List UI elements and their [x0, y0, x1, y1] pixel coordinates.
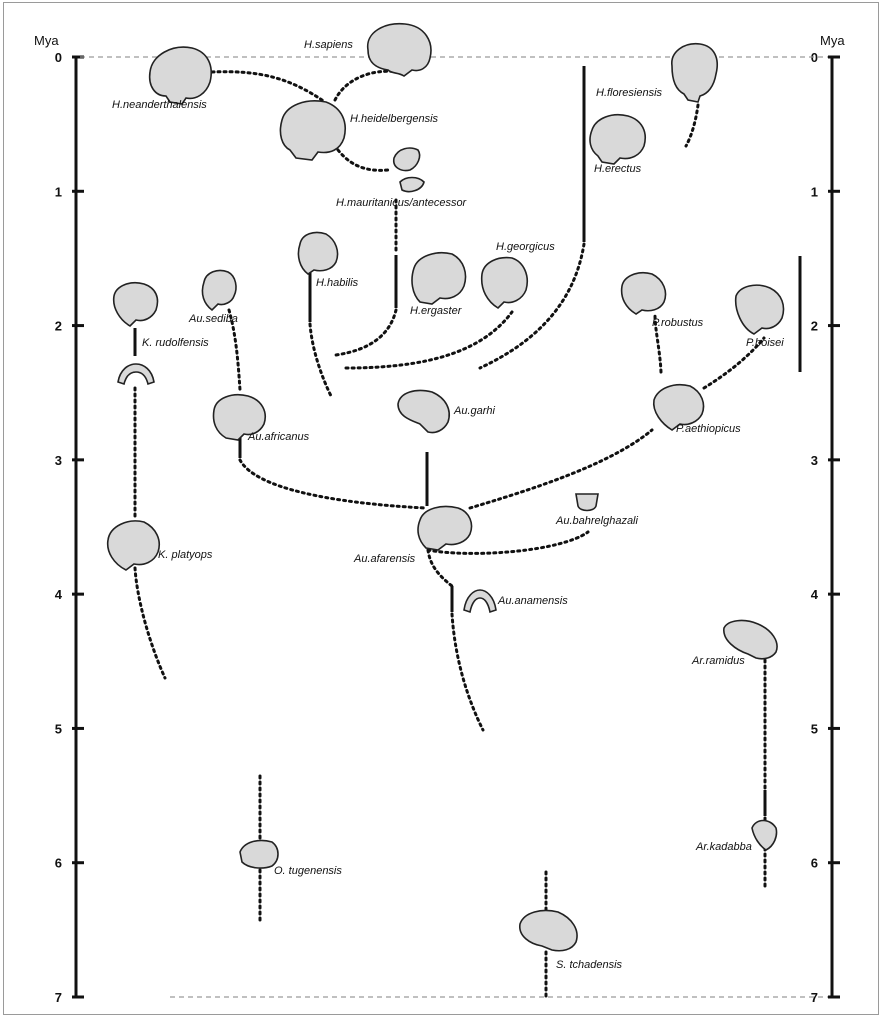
- skull-h-sapiens-icon: [367, 23, 432, 77]
- left-axis-tick-label-3: 3: [55, 453, 62, 468]
- label-h-erectus: H.erectus: [594, 163, 642, 175]
- label-h-habilis: H.habilis: [316, 277, 359, 289]
- fossil-range-bars: [133, 66, 802, 816]
- lineage-floresiensis: [684, 103, 700, 148]
- skull-illustrations: [106, 23, 785, 952]
- label-au-africanus: Au.africanus: [247, 431, 310, 443]
- jaw-k-rudolfensis-icon: [117, 363, 155, 386]
- skull-h-floresiensis-icon: [671, 42, 718, 103]
- label-p-aethiopicus: P.aethiopicus: [676, 423, 741, 435]
- right-axis-tick-label-1: 1: [811, 184, 818, 199]
- jaw-h-mauritanicus-icon: [399, 176, 425, 193]
- lineage-sediba-africanus: [227, 308, 242, 392]
- label-h-mauritanicus: H.mauritanicus/antecessor: [336, 197, 468, 209]
- lineage-afarensis-anamensis: [426, 548, 454, 588]
- label-au-sediba: Au.sediba: [188, 313, 238, 325]
- right-axis-tick-label-4: 4: [811, 587, 819, 602]
- right-axis-tick-label-2: 2: [811, 319, 818, 334]
- right-axis-tick-label-5: 5: [811, 721, 818, 736]
- lineage-platyops-lower: [133, 566, 167, 680]
- skull-k-rudolfensis-icon: [112, 281, 159, 328]
- label-au-anamensis: Au.anamensis: [497, 595, 568, 607]
- skull-au-sediba-icon: [201, 269, 237, 312]
- lineage-georgicus-connection: [344, 310, 514, 370]
- left-axis-tick-label-5: 5: [55, 721, 62, 736]
- label-h-sapiens: H.sapiens: [304, 39, 353, 51]
- lineage-connections: [133, 69, 767, 1002]
- lineage-heidelbergensis-mauritanicus: [336, 148, 390, 172]
- figure-border: [3, 2, 879, 1015]
- label-h-heidelbergensis: H.heidelbergensis: [350, 113, 439, 125]
- skull-h-erectus-icon: [589, 114, 646, 165]
- left-axis-tick-label-4: 4: [55, 587, 63, 602]
- skull-h-habilis-icon: [297, 231, 339, 275]
- fragment-o-tugenensis-icon: [239, 839, 279, 869]
- lineage-erectus-to-origin: [478, 242, 586, 370]
- label-au-garhi: Au.garhi: [453, 405, 496, 417]
- left-axis-unit-label: Mya: [34, 33, 59, 48]
- lineage-africanus-afarensis: [238, 458, 427, 510]
- skull-au-africanus-icon: [212, 394, 266, 441]
- left-axis-tick-label-6: 6: [55, 856, 62, 871]
- label-k-platyops: K. platyops: [158, 549, 213, 561]
- left-axis-tick-label-7: 7: [55, 990, 62, 1005]
- label-ar-kadabba: Ar.kadabba: [695, 841, 752, 853]
- label-au-afarensis: Au.afarensis: [353, 553, 416, 565]
- lineage-anamensis-lower: [450, 612, 485, 732]
- left-axis-tick-label-0: 0: [55, 50, 62, 65]
- label-h-georgicus: H.georgicus: [496, 241, 555, 253]
- species-labels: H.sapiens H.neanderthalensis H.heidelber…: [112, 39, 784, 971]
- skull-h-neanderthalensis-icon: [148, 46, 212, 105]
- right-axis-unit-label: Mya: [820, 33, 845, 48]
- lineage-mauritanicus-to-origin: [334, 308, 398, 357]
- label-ar-ramidus: Ar.ramidus: [691, 655, 745, 667]
- skull-h-mauritanicus-icon: [392, 147, 421, 172]
- right-axis-tick-label-7: 7: [811, 990, 818, 1005]
- skull-p-boisei-icon: [734, 284, 785, 335]
- skull-h-heidelbergensis-icon: [279, 100, 346, 161]
- right-axis-tick-label-0: 0: [811, 50, 818, 65]
- right-axis-tick-label-3: 3: [811, 453, 818, 468]
- left-axis-tick-label-1: 1: [55, 184, 62, 199]
- skull-p-aethiopicus-icon: [652, 384, 705, 431]
- label-p-robustus: P.robustus: [652, 317, 704, 329]
- right-axis-tick-label-6: 6: [811, 856, 818, 871]
- skull-au-afarensis-icon: [417, 505, 473, 551]
- label-s-tchadensis: S. tchadensis: [556, 959, 623, 971]
- lineage-boisei-aethiopicus: [702, 336, 766, 390]
- lineage-neanderthalensis-heidelbergensis: [210, 70, 327, 104]
- skull-s-tchadensis-icon: [519, 909, 578, 952]
- left-axis-tick-label-2: 2: [55, 319, 62, 334]
- label-p-boisei: P.boisei: [746, 337, 784, 349]
- left-axis-ticks: 0 1 2 3 4 5 6 7: [55, 50, 84, 1005]
- skull-ar-ramidus-icon: [723, 619, 778, 660]
- lineage-heidelbergensis-sapiens: [333, 69, 402, 102]
- skull-h-ergaster-icon: [411, 252, 467, 305]
- right-axis-ticks: 0 1 2 3 4 5 6 7: [811, 50, 840, 1005]
- label-h-floresiensis: H.floresiensis: [596, 87, 663, 99]
- jaw-au-bahrelghazali-icon: [575, 493, 599, 512]
- lineage-afarensis-bahrelghazali: [426, 530, 590, 555]
- fragment-ar-kadabba-icon: [751, 819, 778, 851]
- label-o-tugenensis: O. tugenensis: [274, 865, 342, 877]
- label-k-rudolfensis: K. rudolfensis: [142, 337, 209, 349]
- label-au-bahrelghazali: Au.bahrelghazali: [555, 515, 639, 527]
- label-h-ergaster: H.ergaster: [410, 305, 463, 317]
- skull-k-platyops-icon: [106, 520, 160, 571]
- jaw-au-anamensis-icon: [463, 589, 497, 614]
- label-h-neanderthalensis: H.neanderthalensis: [112, 99, 207, 111]
- skull-h-georgicus-icon: [480, 256, 528, 310]
- skull-au-garhi-icon: [397, 389, 450, 434]
- lineage-habilis-lower: [308, 322, 334, 400]
- lineage-aethiopicus-afarensis: [468, 428, 654, 510]
- skull-p-robustus-icon: [620, 271, 667, 315]
- lineage-robustus-aethiopicus: [653, 313, 663, 374]
